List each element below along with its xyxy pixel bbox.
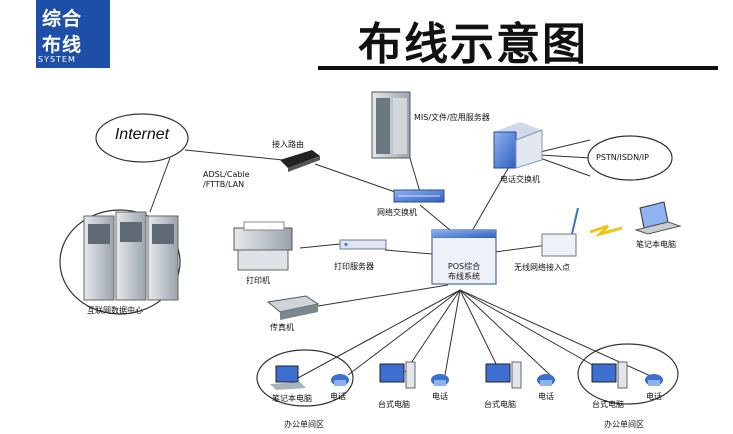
- phone-label-2: 电话: [432, 392, 448, 401]
- network-switch-icon: [393, 189, 445, 203]
- line-pos-e: [459, 289, 501, 373]
- logo-line-1: 综合: [42, 8, 83, 30]
- office-area-left-circle: [256, 349, 354, 407]
- laptop-label: 笔记本电脑: [636, 240, 676, 249]
- wireless-signal-icon: [589, 224, 623, 237]
- logo-line-2: 布线: [42, 34, 83, 56]
- phone-switch-icon: [493, 122, 543, 169]
- desktop-icon-3: [591, 361, 628, 389]
- office-area-right-circle: [577, 343, 679, 405]
- phone-switch-label: 电话交换机: [500, 175, 540, 184]
- office-area-left-label: 办公单间区: [284, 420, 324, 429]
- phone-label-3: 电话: [538, 392, 554, 401]
- pstn-cloud: [587, 135, 673, 181]
- laptop-icon: [634, 201, 682, 235]
- line-internet-router: [184, 149, 284, 161]
- wireless-ap-label: 无线网络接入点: [514, 263, 570, 272]
- logo-line-3: SYSTEM: [38, 55, 76, 64]
- line-printer-printserver: [299, 243, 341, 249]
- datacenter-rack-icon: [83, 211, 179, 301]
- phone-icon-4: [645, 374, 663, 386]
- title-underline: [318, 66, 718, 70]
- pstn-label: PSTN/ISDN/IP: [596, 153, 649, 162]
- line-pos-b: [347, 289, 461, 376]
- network-switch-label: 网络交换机: [377, 208, 417, 217]
- internet-label: Internet: [114, 126, 170, 143]
- access-router-label: 接入路由: [272, 140, 304, 149]
- logo: 综合 布线 SYSTEM: [36, 0, 110, 68]
- line-pos-ap: [494, 244, 549, 253]
- desk-laptop-label: 笔记本电脑: [272, 394, 312, 403]
- adsl-label: ADSL/Cable /FTTB/LAN: [203, 170, 250, 189]
- pos-system-icon: [431, 229, 497, 285]
- printer-label: 打印机: [246, 276, 270, 285]
- printer-icon: [233, 221, 293, 271]
- desktop-icon-1: [379, 361, 416, 389]
- line-internet-datacenter: [149, 157, 171, 213]
- wireless-ap-icon: [541, 207, 579, 257]
- line-phoneswitch-pstn-1: [539, 139, 591, 153]
- phone-label-1: 电话: [330, 392, 346, 401]
- line-printserver-pos: [384, 249, 433, 255]
- desktop-icon-2: [485, 361, 522, 389]
- office-area-right-label: 办公单间区: [604, 420, 644, 429]
- fax-icon: [266, 295, 320, 320]
- desktop-label-2: 台式电脑: [484, 400, 516, 409]
- datacenter-circle: [59, 209, 181, 315]
- datacenter-label: 互联网数据中心: [87, 306, 143, 315]
- line-phoneswitch-pos: [467, 164, 511, 239]
- line-pos-fax: [317, 284, 449, 307]
- line-pos-g: [459, 289, 606, 373]
- router-icon: [280, 150, 320, 172]
- line-pos-c: [404, 289, 461, 373]
- line-phoneswitch-pstn-3: [539, 157, 591, 177]
- line-router-switch: [314, 163, 399, 194]
- fax-label: 传真机: [270, 323, 294, 332]
- line-pos-a: [297, 289, 461, 379]
- page-title: 布线示意图: [358, 19, 588, 70]
- print-server-icon: [339, 239, 387, 250]
- mis-server-label: MIS/文件/应用服务器: [414, 113, 490, 122]
- desk-laptop-icon: [270, 365, 306, 390]
- phone-icon-2: [431, 374, 449, 386]
- internet-cloud: [95, 113, 189, 163]
- line-pos-d: [444, 289, 461, 376]
- phone-label-4: 电话: [646, 392, 662, 401]
- pos-label: POS综合 布线系统: [447, 262, 481, 281]
- desktop-label-3: 台式电脑: [592, 400, 624, 409]
- desktop-label-1: 台式电脑: [378, 400, 410, 409]
- line-pos-f: [459, 289, 551, 376]
- print-server-label: 打印服务器: [334, 262, 374, 271]
- phone-icon-3: [537, 374, 555, 386]
- phone-icon-1: [331, 374, 349, 386]
- line-phoneswitch-pstn-2: [539, 154, 591, 159]
- server-icon: [371, 91, 411, 159]
